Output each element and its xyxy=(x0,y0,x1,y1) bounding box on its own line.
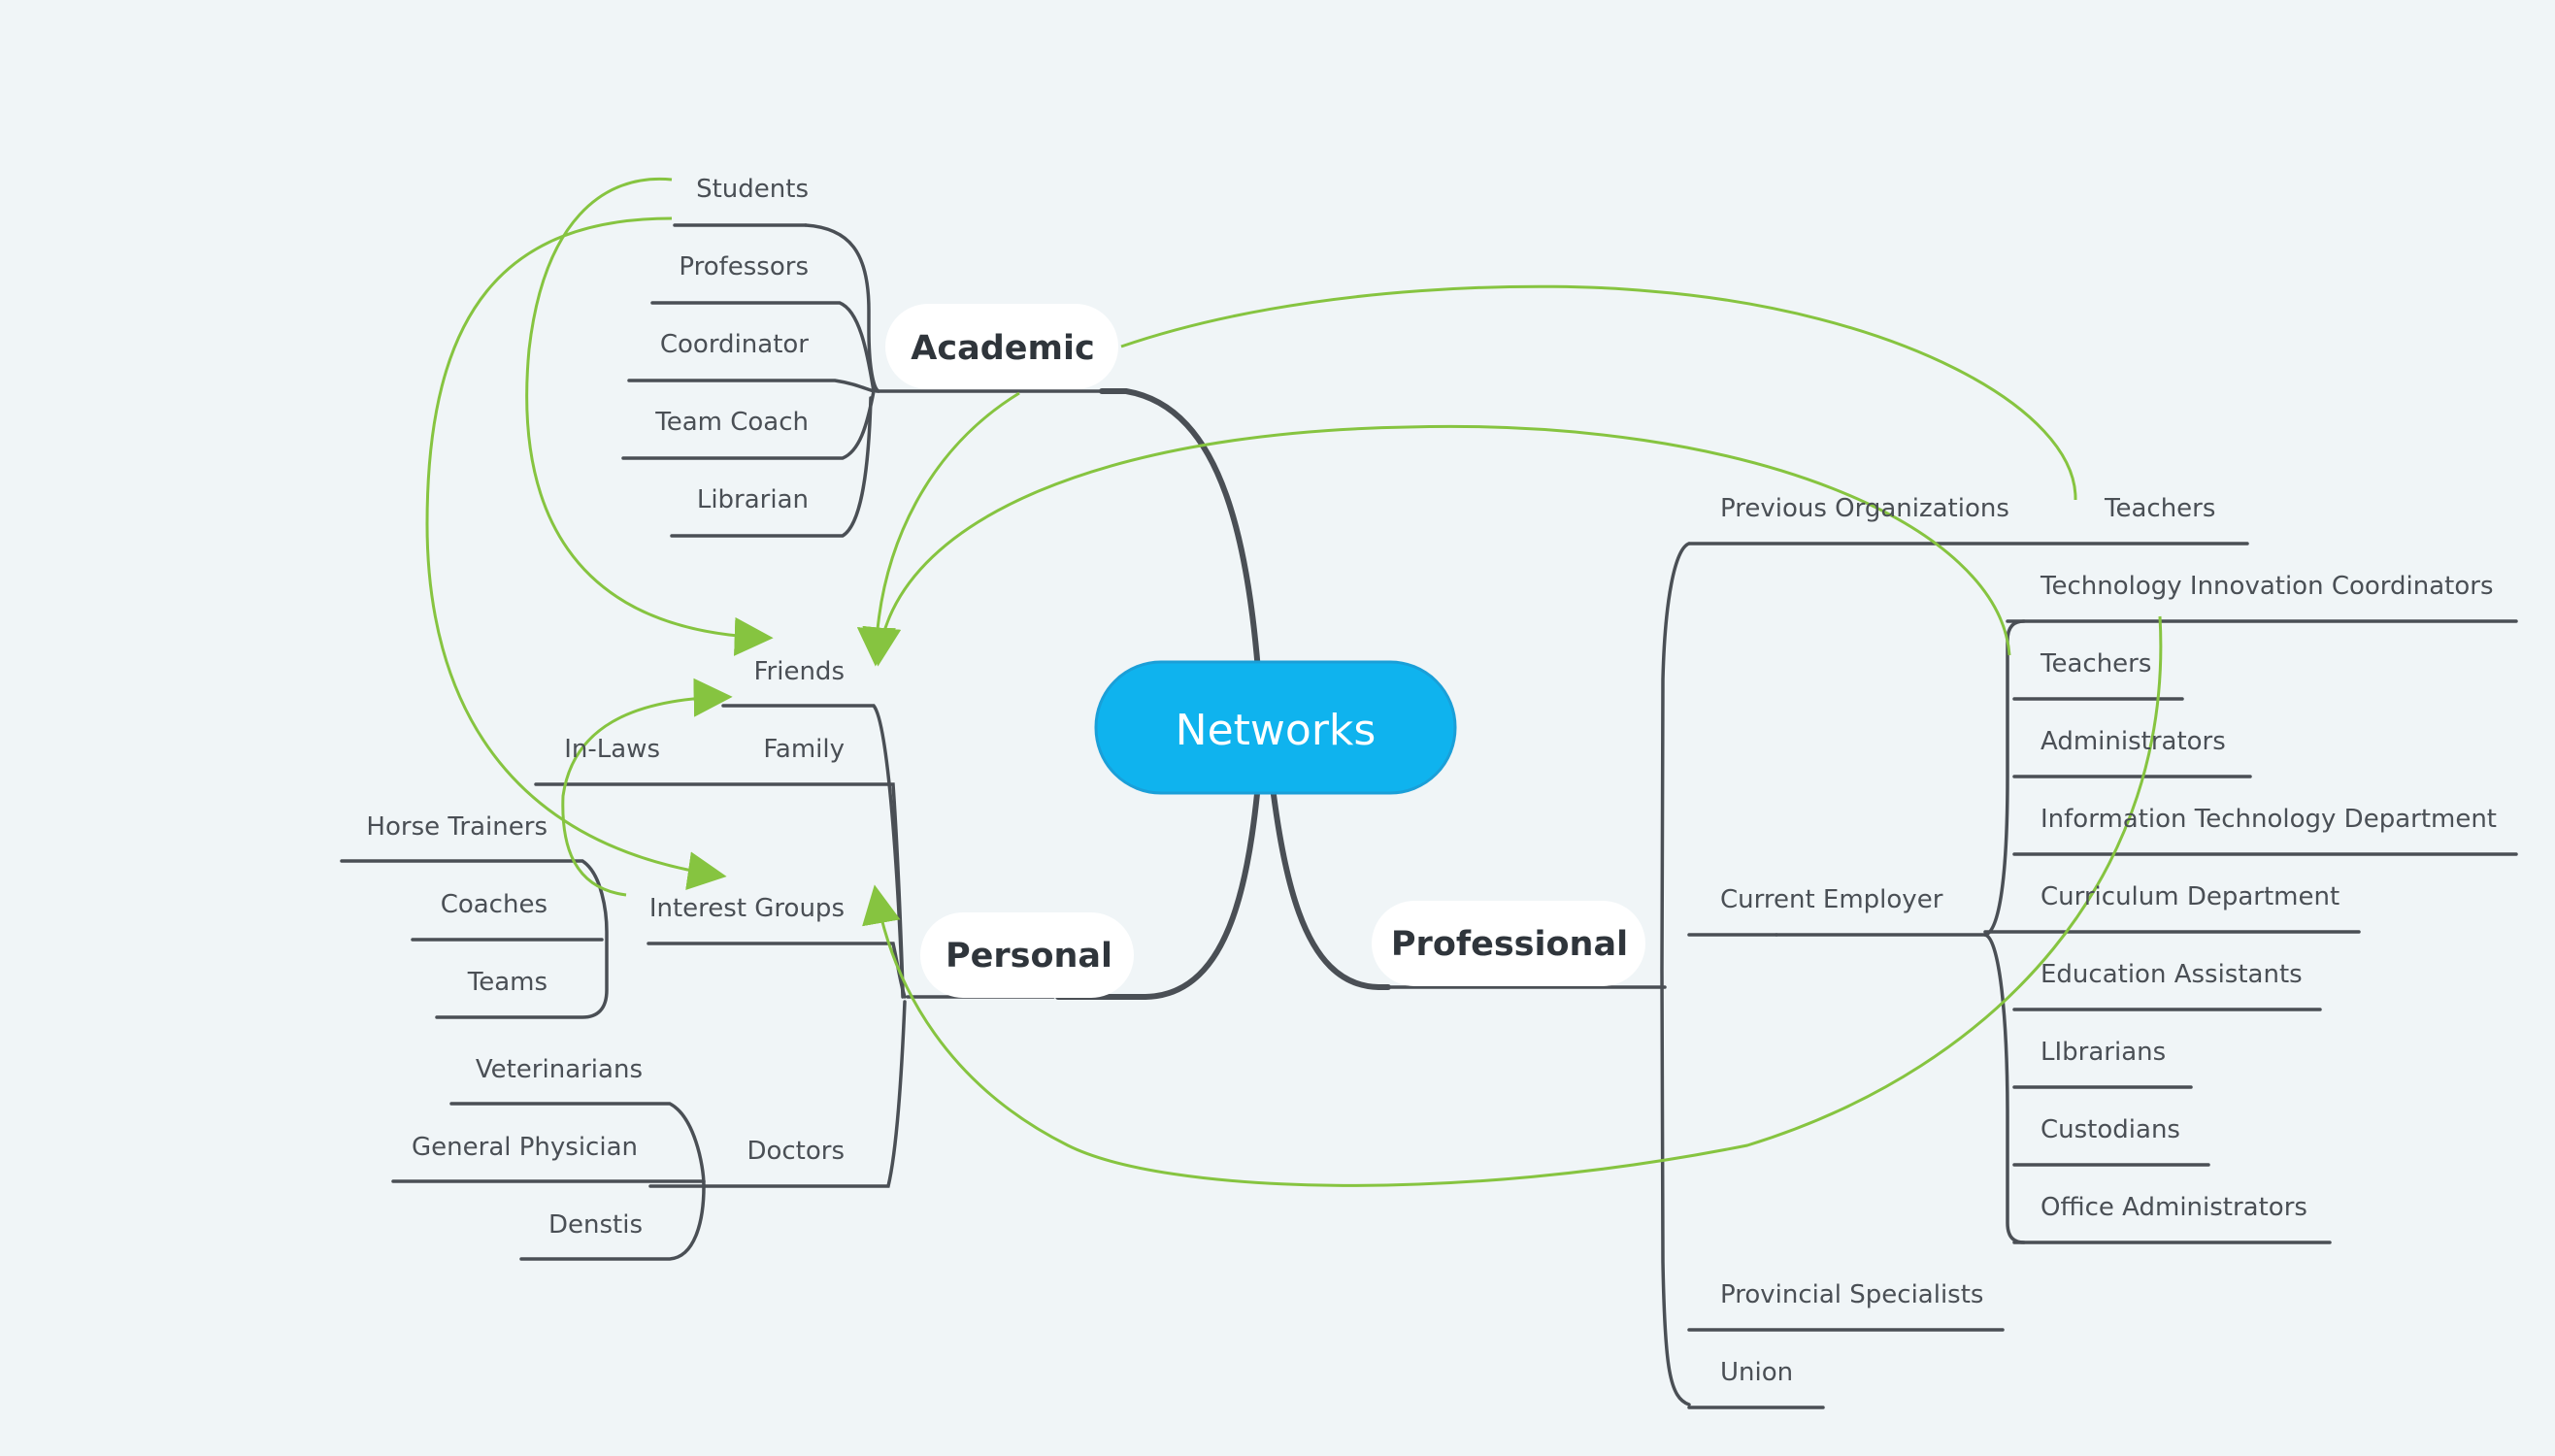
topic-curriculum-department[interactable]: Curriculum Department xyxy=(2041,882,2339,911)
relation-teachers-to-friends xyxy=(862,424,2011,667)
topic-previous-teachers[interactable]: Teachers xyxy=(2104,494,2215,523)
topic-general-physician[interactable]: General Physician xyxy=(412,1133,638,1162)
topic-professional-label: Professional xyxy=(1391,925,1628,964)
center-node[interactable]: Networks xyxy=(1094,660,1457,795)
relation-employer-to-interest-groups xyxy=(862,615,2163,1187)
topic-previous-organizations[interactable]: Previous Organizations xyxy=(1720,494,2009,523)
topic-custodians[interactable]: Custodians xyxy=(2041,1115,2180,1144)
topic-teams[interactable]: Teams xyxy=(467,968,548,997)
topic-union[interactable]: Union xyxy=(1720,1358,1793,1387)
personal-leaves: Friends Family In-Laws Interest Groups H… xyxy=(366,657,845,1240)
topic-in-laws[interactable]: In-Laws xyxy=(564,735,660,764)
trunk-academic xyxy=(1099,388,1265,731)
relation-students-to-interest-groups xyxy=(425,216,727,891)
topic-friends[interactable]: Friends xyxy=(753,657,845,686)
topic-librarian[interactable]: Librarian xyxy=(697,485,809,514)
topic-doctors[interactable]: Doctors xyxy=(747,1137,845,1166)
topic-interest-groups[interactable]: Interest Groups xyxy=(649,894,845,923)
topic-academic[interactable]: Academic xyxy=(885,304,1118,389)
relation-students-to-friends xyxy=(525,177,774,656)
topic-personal-label: Personal xyxy=(946,937,1112,976)
topic-personal[interactable]: Personal xyxy=(920,912,1134,998)
professional-branches xyxy=(1386,542,2518,1409)
relationship-lines xyxy=(425,177,2163,1187)
relation-academic-to-friends xyxy=(856,391,1020,667)
topic-librarians[interactable]: LIbrarians xyxy=(2041,1038,2166,1067)
academic-leaves: Students Professors Coordinator Team Coa… xyxy=(654,175,809,514)
topic-provincial-specialists[interactable]: Provincial Specialists xyxy=(1720,1280,1983,1309)
topic-information-technology-department[interactable]: Information Technology Department xyxy=(2041,805,2497,834)
topic-office-administrators[interactable]: Office Administrators xyxy=(2041,1193,2307,1222)
topic-coaches[interactable]: Coaches xyxy=(441,890,548,919)
topic-veterinarians[interactable]: Veterinarians xyxy=(476,1055,643,1084)
topic-teachers[interactable]: Teachers xyxy=(2040,649,2151,678)
relation-academic-to-previous-teachers xyxy=(1120,284,2077,501)
topic-denstis[interactable]: Denstis xyxy=(548,1210,643,1240)
topic-education-assistants[interactable]: Education Assistants xyxy=(2041,960,2303,989)
topic-coordinator[interactable]: Coordinator xyxy=(660,330,809,359)
topic-technology-innovation-coordinators[interactable]: Technology Innovation Coordinators xyxy=(2040,572,2494,601)
topic-students[interactable]: Students xyxy=(696,175,809,204)
topic-horse-trainers[interactable]: Horse Trainers xyxy=(366,812,548,842)
topic-professors[interactable]: Professors xyxy=(679,252,809,281)
relation-horse-trainers-to-family xyxy=(561,678,733,897)
professional-leaves: Previous Organizations Teachers Current … xyxy=(1720,494,2497,1387)
topic-professional[interactable]: Professional xyxy=(1372,901,1645,986)
topic-administrators[interactable]: Administrators xyxy=(2041,727,2226,756)
topic-academic-label: Academic xyxy=(911,329,1094,368)
topic-team-coach[interactable]: Team Coach xyxy=(654,408,809,437)
topic-current-employer[interactable]: Current Employer xyxy=(1720,885,1943,914)
center-label: Networks xyxy=(1176,706,1377,755)
topic-family[interactable]: Family xyxy=(763,735,845,764)
academic-branches xyxy=(621,223,1128,538)
